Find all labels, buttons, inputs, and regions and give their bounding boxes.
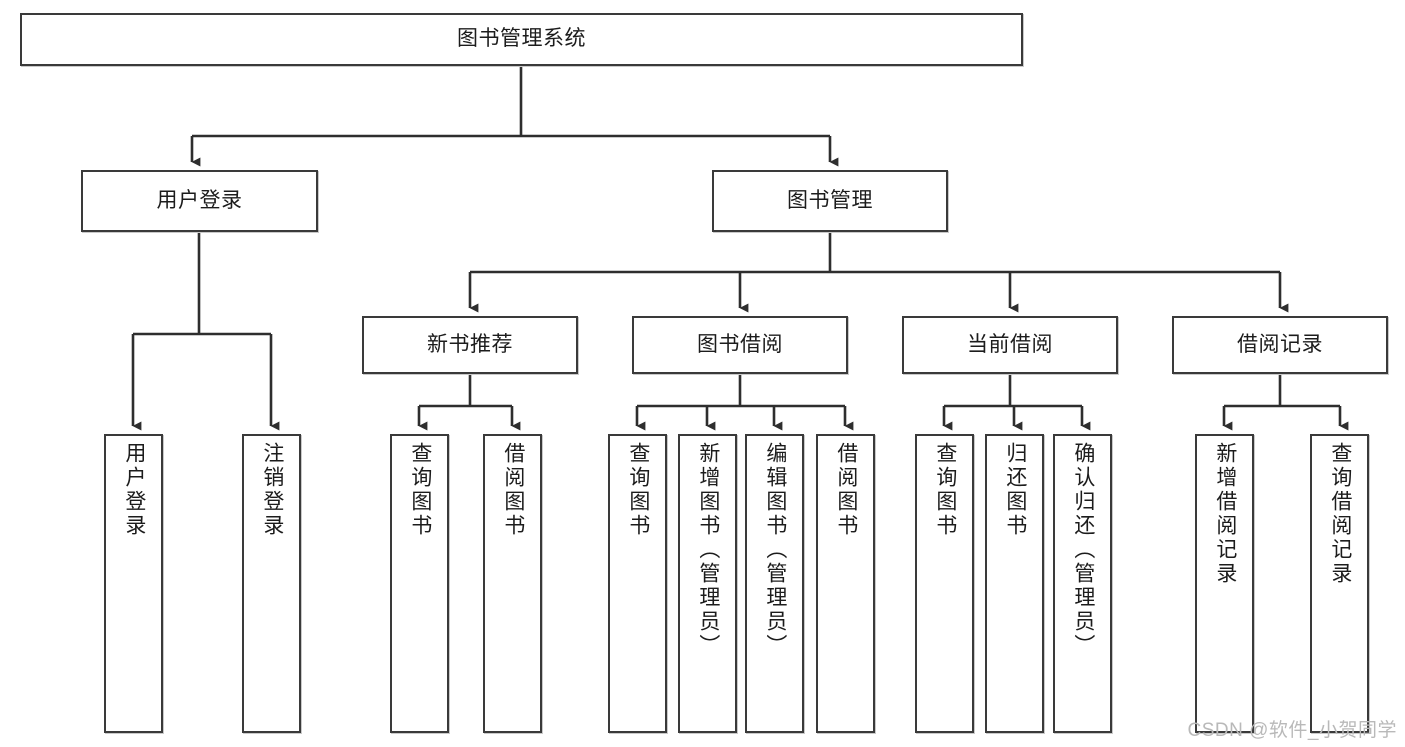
node-current-borrow[interactable]: 当前借阅 xyxy=(902,316,1118,374)
node-leaf-query-book-3-label: 查询图书 xyxy=(933,442,957,538)
node-leaf-user-login[interactable]: 用户登录 xyxy=(104,434,163,733)
node-leaf-edit-book[interactable]: 编辑图书（管理员） xyxy=(745,434,804,733)
node-leaf-user-login-label: 用户登录 xyxy=(122,442,146,538)
node-leaf-query-book-3[interactable]: 查询图书 xyxy=(915,434,974,733)
node-leaf-logout-label: 注销登录 xyxy=(260,442,284,538)
node-leaf-query-record[interactable]: 查询借阅记录 xyxy=(1310,434,1369,733)
node-leaf-add-record-label: 新增借阅记录 xyxy=(1213,442,1237,586)
node-root[interactable]: 图书管理系统 xyxy=(20,13,1023,66)
csdn-watermark: CSDN @软件_小贺同学 xyxy=(1187,720,1397,741)
node-leaf-add-book-label: 新增图书（管理员） xyxy=(696,442,720,658)
node-book-manage[interactable]: 图书管理 xyxy=(712,170,948,232)
node-borrow-record[interactable]: 借阅记录 xyxy=(1172,316,1388,374)
node-leaf-logout[interactable]: 注销登录 xyxy=(242,434,301,733)
node-leaf-add-book[interactable]: 新增图书（管理员） xyxy=(678,434,737,733)
node-book-borrow-label: 图书借阅 xyxy=(697,332,783,356)
node-book-manage-label: 图书管理 xyxy=(787,188,873,212)
node-borrow-record-label: 借阅记录 xyxy=(1237,332,1323,356)
node-leaf-return-book-label: 归还图书 xyxy=(1003,442,1027,538)
node-leaf-confirm-return[interactable]: 确认归还（管理员） xyxy=(1053,434,1112,733)
node-root-label: 图书管理系统 xyxy=(457,27,586,51)
node-leaf-borrow-book-1[interactable]: 借阅图书 xyxy=(483,434,542,733)
node-leaf-add-record[interactable]: 新增借阅记录 xyxy=(1195,434,1254,733)
node-leaf-borrow-book-1-label: 借阅图书 xyxy=(501,442,525,538)
node-new-book-recommend[interactable]: 新书推荐 xyxy=(362,316,578,374)
node-leaf-edit-book-label: 编辑图书（管理员） xyxy=(763,442,787,658)
node-leaf-query-book-2-label: 查询图书 xyxy=(626,442,650,538)
node-leaf-query-book-1-label: 查询图书 xyxy=(408,442,432,538)
node-leaf-return-book[interactable]: 归还图书 xyxy=(985,434,1044,733)
node-leaf-borrow-book-2-label: 借阅图书 xyxy=(834,442,858,538)
node-user-login-label: 用户登录 xyxy=(156,188,243,212)
node-user-login[interactable]: 用户登录 xyxy=(81,170,318,232)
node-leaf-confirm-return-label: 确认归还（管理员） xyxy=(1071,442,1095,658)
node-leaf-borrow-book-2[interactable]: 借阅图书 xyxy=(816,434,875,733)
node-leaf-query-book-1[interactable]: 查询图书 xyxy=(390,434,449,733)
node-book-borrow[interactable]: 图书借阅 xyxy=(632,316,848,374)
node-current-borrow-label: 当前借阅 xyxy=(967,332,1053,356)
node-new-book-recommend-label: 新书推荐 xyxy=(427,332,513,356)
node-leaf-query-record-label: 查询借阅记录 xyxy=(1328,442,1352,586)
node-leaf-query-book-2[interactable]: 查询图书 xyxy=(608,434,667,733)
